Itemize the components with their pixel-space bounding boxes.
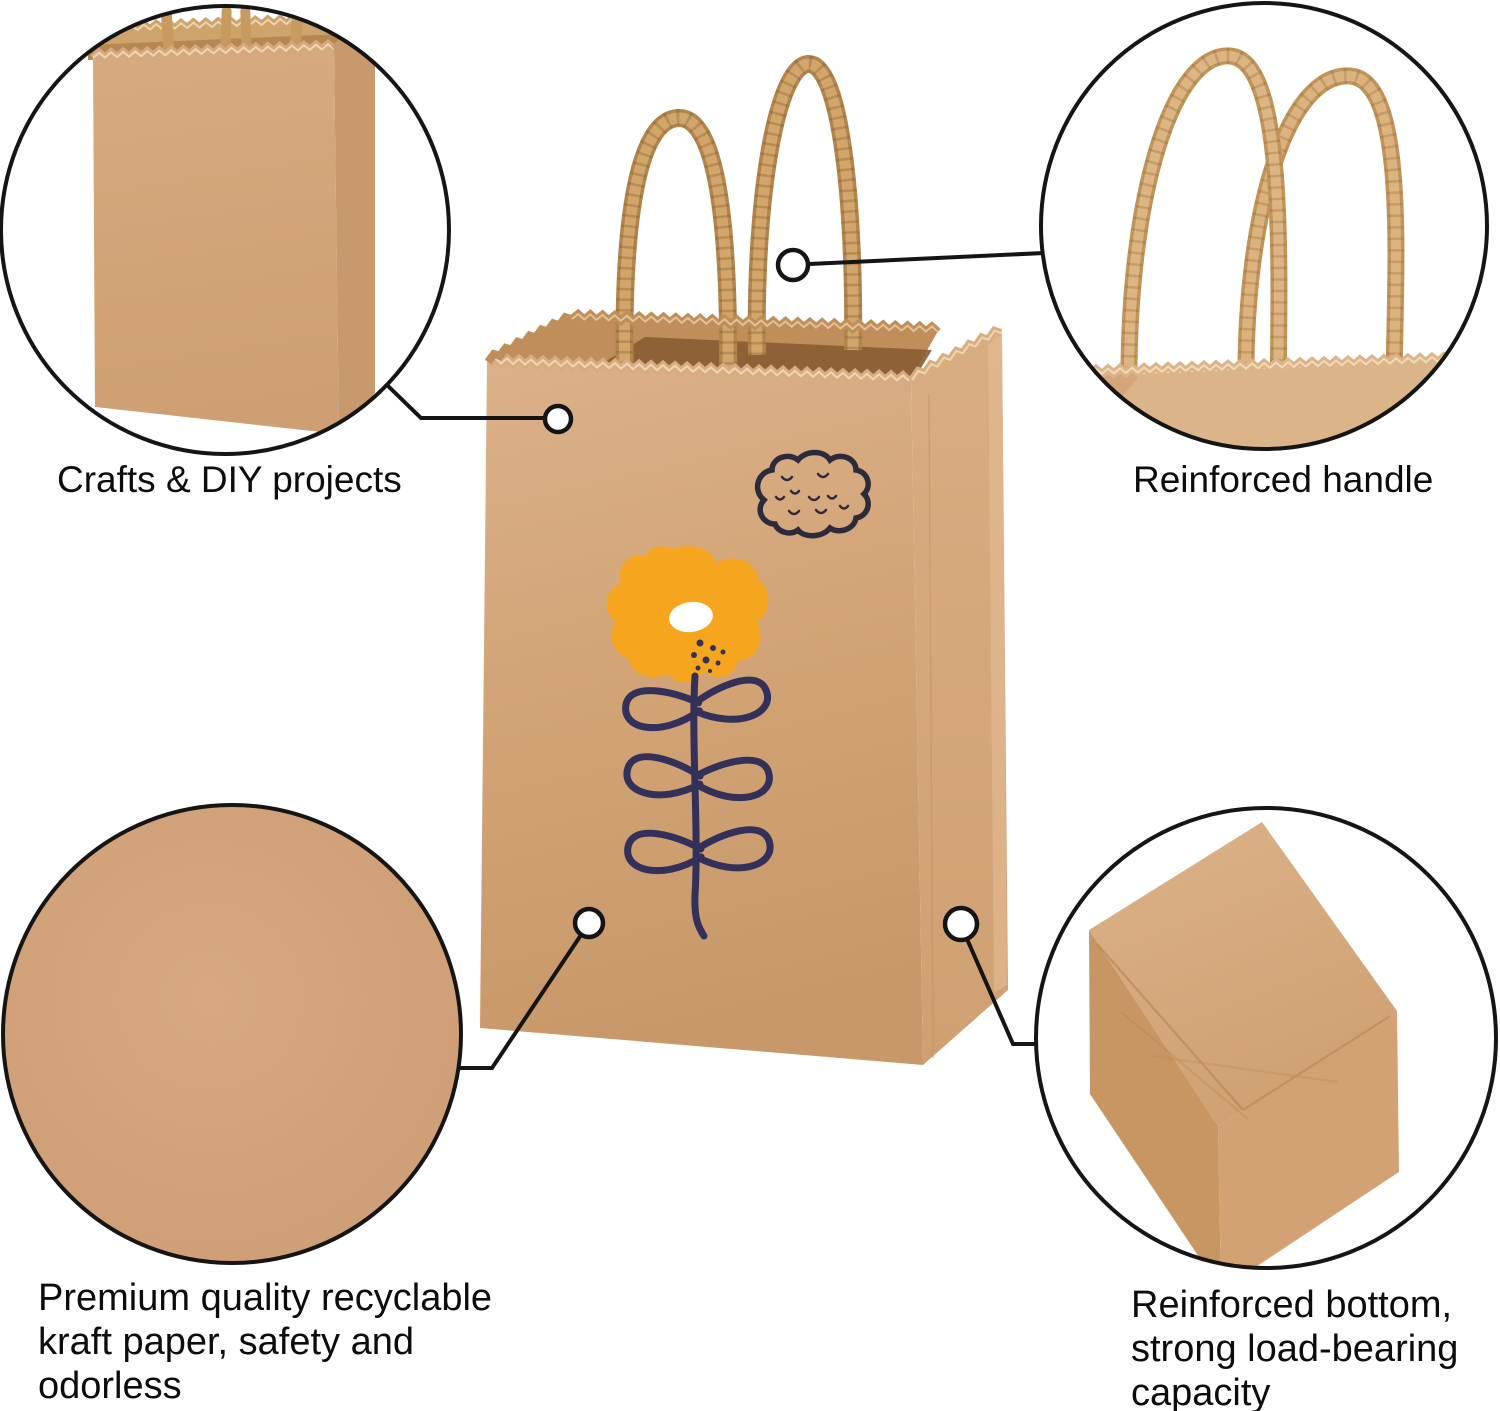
callout-circle-bottom [1034,806,1498,1270]
marker-dot-crafts [542,403,574,435]
bag-bottom-right-face [1218,1011,1399,1268]
label-bottom-line3: capacity [1131,1372,1271,1411]
label-paper: Premium quality recyclable kraft paper, … [38,1276,492,1408]
marker-dot-handle [775,247,811,283]
callout-bottom-photo [1089,822,1399,1268]
callout-circle-handle [1039,1,1489,451]
kraft-texture-swatch [3,805,461,1263]
leader-line-handle [808,251,1045,266]
flower-doodle [606,546,771,940]
leader-lines [385,251,1045,1070]
leader-line-bottom [965,938,1037,1046]
label-paper-line1: Premium quality recyclable [38,1277,493,1319]
flower-center [669,601,713,633]
label-bottom: Reinforced bottom, strong load-bearing c… [1131,1283,1458,1411]
handle-arch-front [1120,47,1288,395]
callout-paper-ring [1,803,463,1265]
marker-dots [542,247,980,943]
callout-circle-crafts [0,4,451,456]
bag-bottom-top-face [1089,822,1397,1126]
marker-dot-bottom [942,905,980,943]
cloud-marks [774,472,850,516]
label-bottom-line2: strong load-bearing [1131,1328,1459,1370]
callout-bottom-ring [1034,806,1498,1270]
handle-arch-back [1237,67,1405,389]
label-handle: Reinforced handle [1133,459,1434,500]
flower-seeds [691,639,726,673]
callout-handle-ring [1039,1,1489,451]
bag-bottom-left-face [1089,930,1221,1268]
main-bag [480,55,1008,1065]
bag-handle-front [615,109,738,386]
callout-circle-paper [1,803,463,1265]
cloud-doodle [754,449,871,539]
bag-side-face [911,333,1008,1065]
bottom-fold-creases [1096,943,1391,1120]
leader-line-crafts [385,383,545,420]
label-paper-line3: odorless [38,1365,182,1407]
bag-handle-back [747,55,863,356]
label-bottom-line1: Reinforced bottom, [1131,1284,1453,1326]
label-crafts: Crafts & DIY projects [57,459,402,500]
label-paper-line2: kraft paper, safety and [38,1321,415,1363]
leader-line-paper [459,933,583,1070]
callout-crafts-photo [88,6,386,434]
mini-bag-side-face [334,45,375,434]
mini-bag-front-face [93,49,339,434]
callout-crafts-ring [0,4,451,456]
marker-dot-paper [572,906,606,940]
